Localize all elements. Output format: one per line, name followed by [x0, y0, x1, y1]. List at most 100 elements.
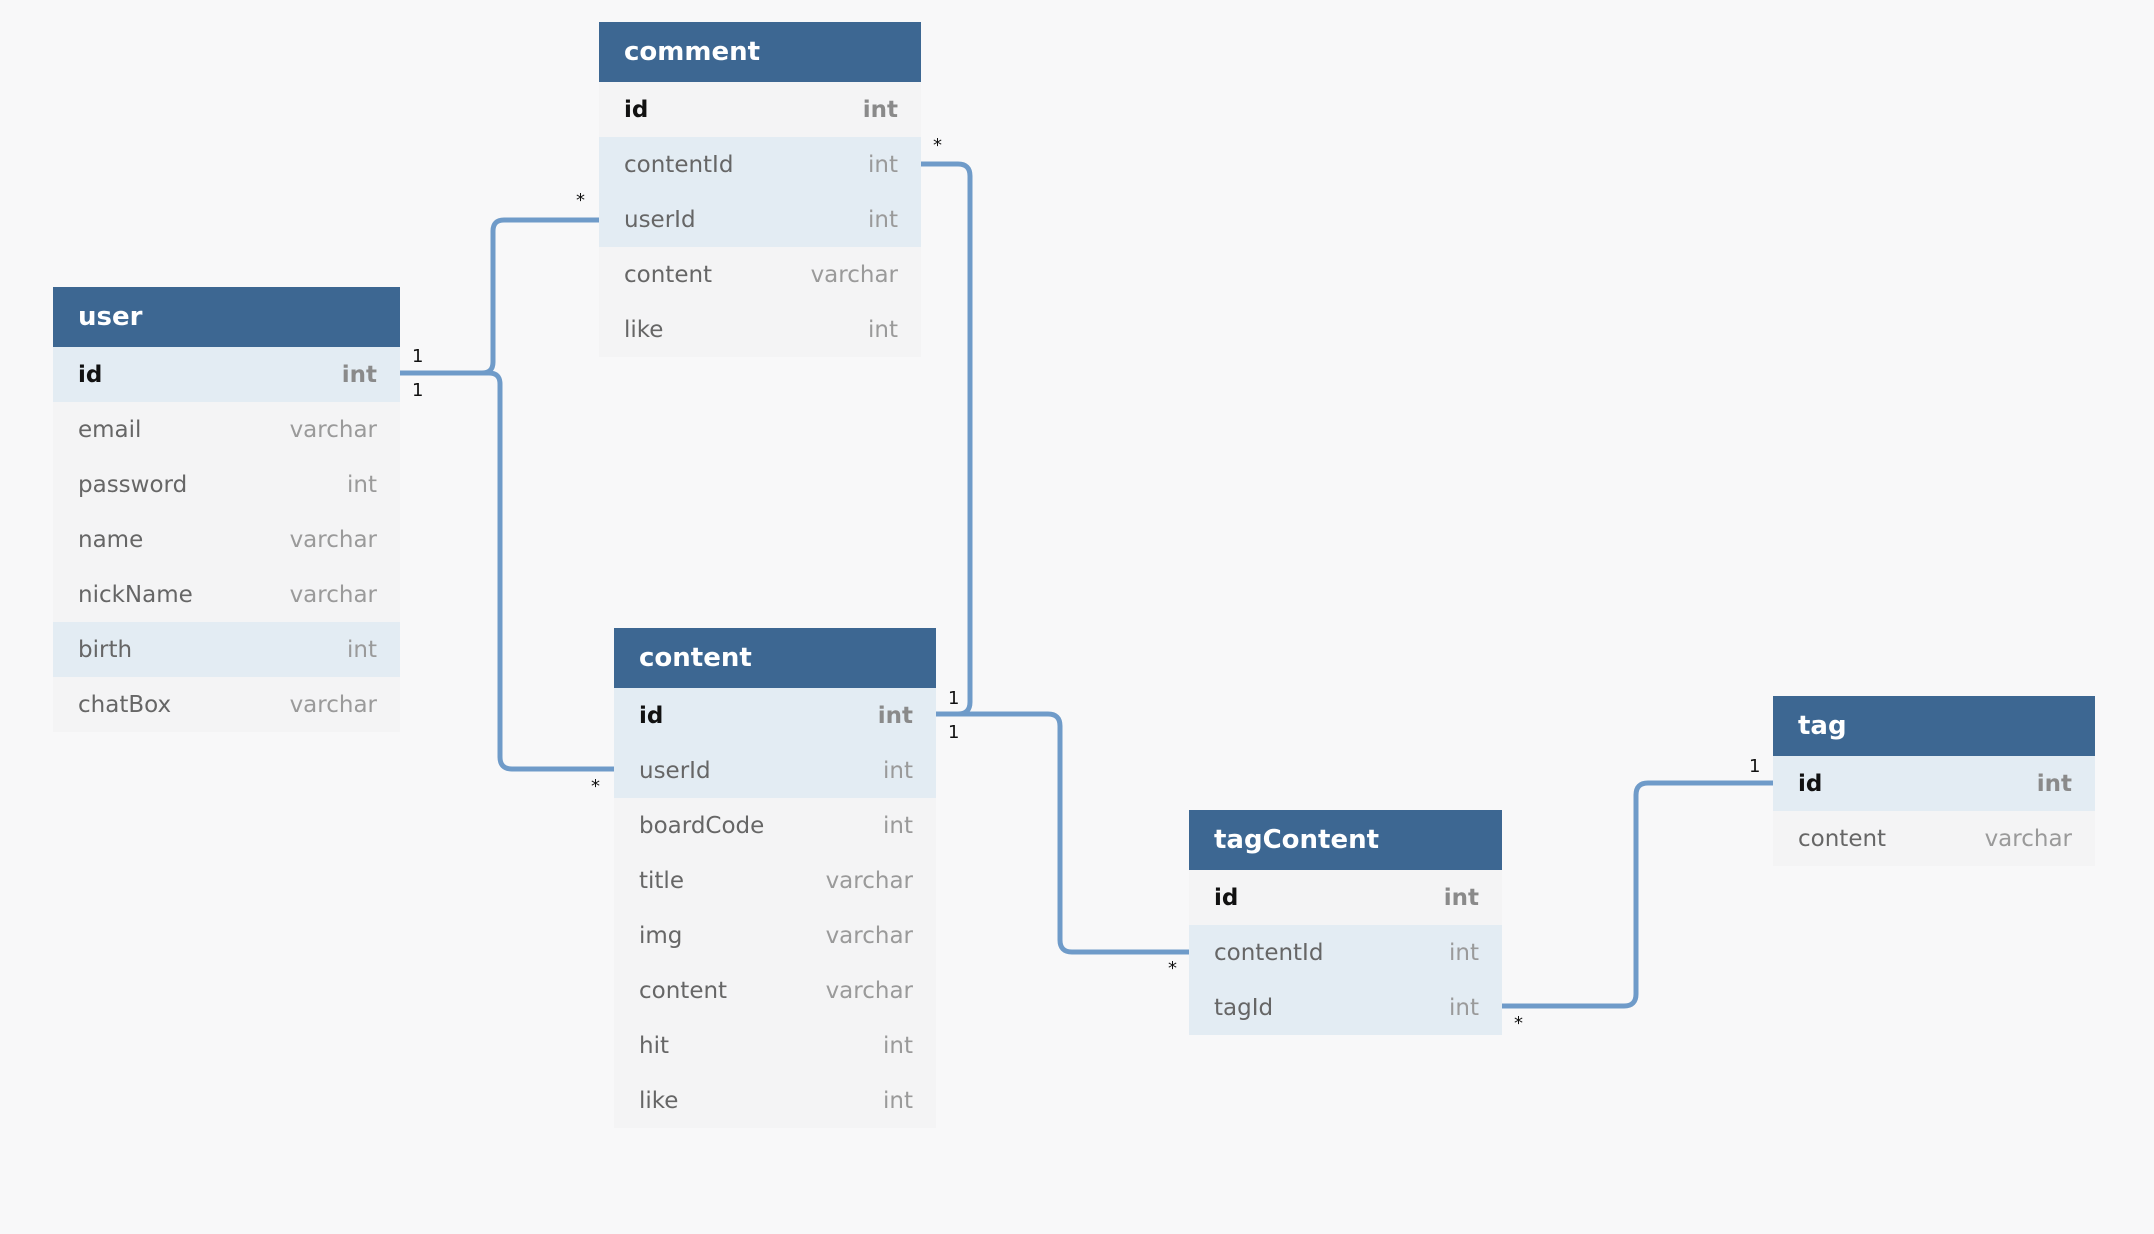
cardinality-label: *	[576, 190, 585, 211]
column-name: userId	[639, 757, 711, 784]
column-type: varchar	[810, 261, 898, 288]
cardinality-label: *	[1514, 1013, 1523, 1034]
table-tag[interactable]: tag id int content varchar	[1773, 696, 2095, 866]
column-name: userId	[624, 206, 696, 233]
cardinality-label: 1	[412, 346, 424, 367]
relation-tag-tagContent	[1502, 780, 1773, 1009]
table-user[interactable]: user id int email varchar password int n…	[53, 287, 400, 732]
column-type: int	[347, 471, 377, 498]
column-name: nickName	[78, 581, 193, 608]
cardinality-label: *	[1168, 958, 1177, 979]
column-name: id	[624, 96, 649, 123]
column-type: int	[2036, 770, 2072, 797]
table-title[interactable]: comment	[599, 22, 921, 82]
table-row[interactable]: content varchar	[599, 247, 921, 302]
table-tagContent[interactable]: tagContent id int contentId int tagId in…	[1189, 810, 1502, 1035]
cardinality-label: 1	[948, 688, 960, 709]
table-title[interactable]: user	[53, 287, 400, 347]
column-type: int	[868, 206, 898, 233]
column-type: varchar	[825, 867, 913, 894]
cardinality-label: 1	[1749, 756, 1761, 777]
table-row[interactable]: contentId int	[599, 137, 921, 192]
table-title[interactable]: tag	[1773, 696, 2095, 756]
column-type: varchar	[1984, 825, 2072, 852]
table-row[interactable]: id int	[1189, 870, 1502, 925]
column-name: content	[1798, 825, 1887, 852]
column-name: id	[1214, 884, 1239, 911]
table-row[interactable]: hit int	[614, 1018, 936, 1073]
column-type: varchar	[289, 416, 377, 443]
column-type: varchar	[289, 581, 377, 608]
table-row[interactable]: id int	[1773, 756, 2095, 811]
table-row[interactable]: content varchar	[614, 963, 936, 1018]
table-row[interactable]: email varchar	[53, 402, 400, 457]
column-type: int	[877, 702, 913, 729]
column-name: contentId	[624, 151, 734, 178]
cardinality-label: *	[591, 776, 600, 797]
relation-user-comment	[400, 217, 599, 376]
table-title[interactable]: content	[614, 628, 936, 688]
table-title[interactable]: tagContent	[1189, 810, 1502, 870]
column-name: boardCode	[639, 812, 765, 839]
table-row[interactable]: id int	[599, 82, 921, 137]
column-type: varchar	[289, 526, 377, 553]
column-type: int	[1449, 994, 1479, 1021]
column-type: int	[868, 316, 898, 343]
column-name: chatBox	[78, 691, 172, 718]
relation-content-tagContent	[936, 711, 1189, 955]
column-name: img	[639, 922, 683, 949]
table-row[interactable]: id int	[53, 347, 400, 402]
column-name: like	[639, 1087, 679, 1114]
column-name: name	[78, 526, 144, 553]
column-name: id	[1798, 770, 1823, 797]
cardinality-label: *	[933, 135, 942, 156]
relation-user-content	[400, 370, 614, 772]
table-row[interactable]: name varchar	[53, 512, 400, 567]
table-row[interactable]: userId int	[599, 192, 921, 247]
column-type: int	[883, 1087, 913, 1114]
table-row[interactable]: img varchar	[614, 908, 936, 963]
column-type: varchar	[289, 691, 377, 718]
column-type: int	[341, 361, 377, 388]
table-row[interactable]: like int	[614, 1073, 936, 1128]
table-row[interactable]: title varchar	[614, 853, 936, 908]
column-name: contentId	[1214, 939, 1324, 966]
column-name: id	[639, 702, 664, 729]
column-type: int	[883, 812, 913, 839]
column-type: varchar	[825, 922, 913, 949]
table-row[interactable]: nickName varchar	[53, 567, 400, 622]
table-row[interactable]: chatBox varchar	[53, 677, 400, 732]
column-name: id	[78, 361, 103, 388]
column-type: int	[883, 757, 913, 784]
cardinality-label: 1	[948, 722, 960, 743]
table-row[interactable]: tagId int	[1189, 980, 1502, 1035]
table-row[interactable]: contentId int	[1189, 925, 1502, 980]
column-type: int	[868, 151, 898, 178]
table-row[interactable]: like int	[599, 302, 921, 357]
column-name: content	[624, 261, 713, 288]
cardinality-label: 1	[412, 380, 424, 401]
table-comment[interactable]: comment id int contentId int userId int …	[599, 22, 921, 357]
column-name: content	[639, 977, 728, 1004]
table-row[interactable]: content varchar	[1773, 811, 2095, 866]
column-name: like	[624, 316, 664, 343]
table-row[interactable]: id int	[614, 688, 936, 743]
column-name: password	[78, 471, 188, 498]
table-content[interactable]: content id int userId int boardCode int …	[614, 628, 936, 1128]
column-name: hit	[639, 1032, 669, 1059]
column-type: int	[862, 96, 898, 123]
table-row[interactable]: boardCode int	[614, 798, 936, 853]
column-type: int	[347, 636, 377, 663]
column-type: int	[883, 1032, 913, 1059]
column-type: varchar	[825, 977, 913, 1004]
table-row[interactable]: password int	[53, 457, 400, 512]
table-row[interactable]: userId int	[614, 743, 936, 798]
column-name: tagId	[1214, 994, 1274, 1021]
column-name: title	[639, 867, 684, 894]
table-row[interactable]: birth int	[53, 622, 400, 677]
column-name: email	[78, 416, 142, 443]
column-name: birth	[78, 636, 133, 663]
column-type: int	[1443, 884, 1479, 911]
column-type: int	[1449, 939, 1479, 966]
